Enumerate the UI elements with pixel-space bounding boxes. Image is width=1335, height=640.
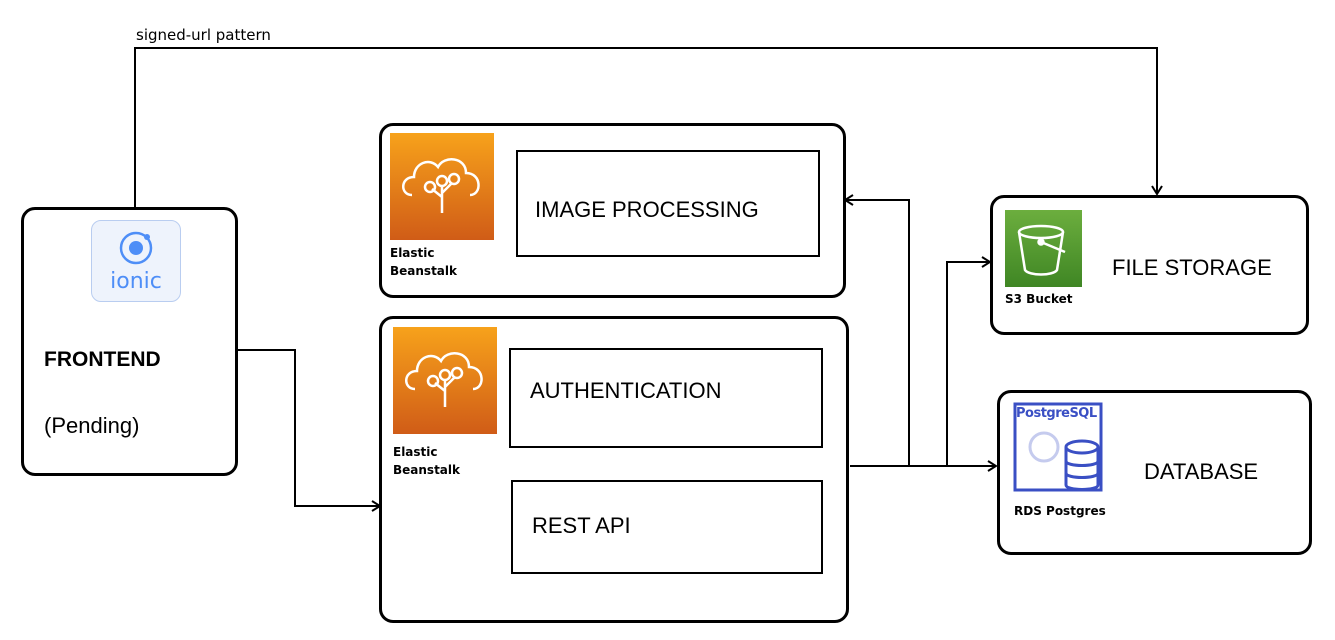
api-to-storage-arrow xyxy=(946,262,990,466)
api-service-box[interactable]: Elastic Beanstalk AUTHENTICATION REST AP… xyxy=(379,316,849,623)
authentication-component[interactable]: AUTHENTICATION xyxy=(509,348,823,448)
api-service-label-line1: Elastic xyxy=(393,445,438,459)
s3-bucket-label: S3 Bucket xyxy=(1005,292,1073,306)
authentication-label: AUTHENTICATION xyxy=(530,378,722,403)
processing-service-box[interactable]: Elastic Beanstalk IMAGE PROCESSING xyxy=(379,123,846,298)
database-box[interactable]: PostgreSQL RDS Postgres DATABASE xyxy=(997,390,1312,555)
signed-url-arrow xyxy=(134,47,1157,208)
database-title: DATABASE xyxy=(1144,459,1259,484)
frontend-to-api-arrow xyxy=(238,349,380,506)
postgresql-logo-text: PostgreSQL xyxy=(1016,406,1097,421)
elastic-beanstalk-icon xyxy=(393,327,497,434)
s3-bucket-icon xyxy=(1005,210,1082,287)
ionic-logo-text: ionic xyxy=(110,269,162,294)
processing-service-label-line1: Elastic xyxy=(390,246,435,260)
api-to-processing-arrow xyxy=(845,200,910,466)
frontend-box[interactable]: ionic FRONTEND (Pending) xyxy=(21,207,238,476)
file-storage-box[interactable]: S3 Bucket FILE STORAGE xyxy=(990,195,1309,335)
elastic-beanstalk-icon xyxy=(390,133,494,240)
frontend-title: FRONTEND xyxy=(44,348,161,371)
rds-postgres-label: RDS Postgres xyxy=(1014,504,1106,518)
processing-service-label-line2: Beanstalk xyxy=(390,264,457,278)
rest-api-label: REST API xyxy=(532,513,631,538)
frontend-status: (Pending) xyxy=(44,413,140,438)
postgresql-database-icon: PostgreSQL xyxy=(1012,401,1104,493)
api-service-label-line2: Beanstalk xyxy=(393,463,460,477)
signed-url-label: signed-url pattern xyxy=(136,26,271,44)
image-processing-component[interactable]: IMAGE PROCESSING xyxy=(516,150,820,257)
ionic-logo-icon: ionic xyxy=(91,220,181,302)
file-storage-title: FILE STORAGE xyxy=(1112,255,1272,280)
image-processing-label: IMAGE PROCESSING xyxy=(535,197,759,222)
rest-api-component[interactable]: REST API xyxy=(511,480,823,574)
